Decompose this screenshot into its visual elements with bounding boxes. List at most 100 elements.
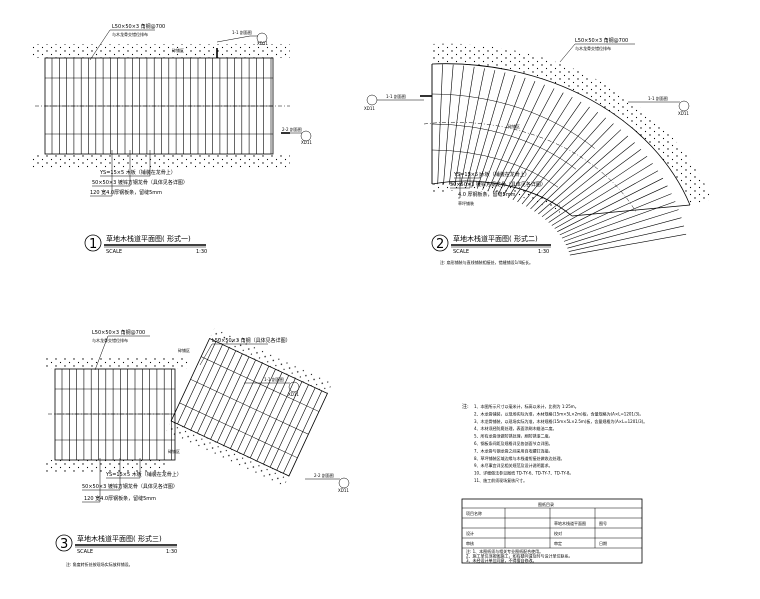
wood-plank: [210, 356, 250, 440]
wood-plank: [177, 341, 217, 425]
walkway-straight: [54, 368, 176, 461]
wood-plank: [216, 359, 256, 443]
scale-label: SCALE: [77, 549, 93, 555]
leader-top-right: [559, 43, 635, 63]
wood-plank: [554, 170, 659, 229]
note-line: 1、本图所示尺寸以毫米计，标高以米计，比例为 1:25m。: [474, 403, 579, 409]
drawing-title: 草地木栈道平面图( 形式一): [106, 234, 191, 243]
plank-group: [55, 369, 175, 460]
callout-steel-strip: 120 宽4.0厚钢板条，留缝5mm: [90, 189, 162, 196]
note-line: 10、详细做法参见图纸 TD-TY-6、TD-TY-7、TD-TY-8。: [474, 470, 573, 476]
wood-plank: [568, 225, 685, 252]
callout-angle-steel: L50×50×3 角钢@700: [112, 23, 165, 30]
drawing-note: 注: 角度转折处按现场实际放样铺设。: [66, 561, 133, 567]
section-bubble-2: [338, 477, 350, 489]
title-block-header: 图纸目录: [538, 501, 554, 507]
title-block-cell: 审核: [466, 540, 474, 546]
plan-drawing-3: L50×50×3 角钢@700 与木龙骨交错位排布 碎铺区 L50×50×3 角…: [45, 327, 350, 567]
note-line: 7、木龙骨与钢龙骨之间采用自攻螺钉连接。: [474, 447, 553, 453]
steel-joist: [431, 123, 577, 170]
plank-group: [177, 341, 323, 474]
leader-top-left: [94, 335, 150, 371]
leader-bot-2: [92, 150, 131, 187]
callout-section-1: 1-1 剖面图: [264, 376, 284, 382]
drawing-number: 1: [89, 237, 97, 252]
wood-plank: [561, 193, 672, 239]
title-block-cell: 审定: [554, 540, 562, 546]
sheet-ref-1: XD11: [257, 41, 268, 46]
callout-angle-steel-sub: 与木龙骨交错位排布: [92, 337, 128, 343]
drawing-number: 3: [60, 537, 68, 552]
note-line: 11、施工前须现场复核尺寸。: [474, 477, 527, 483]
steel-joist: [201, 356, 320, 412]
callout-section-left: 1-1 剖面图: [386, 93, 406, 99]
sheet-ref-2: XD11: [338, 488, 349, 493]
wood-plank: [569, 233, 687, 256]
section-bubble-1: [288, 381, 300, 393]
callout-wood-board: YS=15×5 木板（铺装在龙骨上）: [99, 169, 176, 176]
walkway-angled-outline: [170, 337, 328, 477]
title-block-cell: 日期: [599, 540, 607, 546]
wood-plank: [534, 129, 622, 212]
wood-plank: [538, 135, 629, 215]
title-block-cells: 项目名称草地木栈道平面图图号设计校对审核审定日期: [466, 510, 607, 546]
scale-value: 1:30: [196, 249, 207, 255]
scale-label: SCALE: [106, 249, 122, 255]
callout-angle-steel: L50×50×3 角钢@700: [575, 37, 628, 44]
steel-joist: [431, 93, 595, 149]
callout-wood-board: YS=15×5 木板（铺装在龙骨上）: [105, 471, 182, 478]
wood-plank: [190, 347, 230, 431]
grass-border-bottom: [45, 460, 165, 472]
notes-list: 1、本图所示尺寸以毫米计，标高以米计，比例为 1:25m。2、木龙骨铺装，以现场…: [474, 403, 647, 483]
callout-section-2: 2-2 剖面图: [314, 472, 334, 478]
wood-plank: [263, 381, 303, 465]
callout-steel-joist: 50×50×3 镀锌方钢龙骨（具体见各详图）: [82, 483, 178, 490]
drawing-number: 2: [436, 237, 444, 252]
callout-steel-joist: 50×50×3 镀锌方钢龙骨（具体见各详图）: [92, 179, 188, 186]
notes-heading: 注:: [462, 403, 469, 410]
leader-bot-2: [450, 172, 471, 189]
wood-plank: [559, 185, 668, 236]
drawing-number-circle: [431, 234, 449, 252]
title-block-cell: 设计: [466, 530, 474, 536]
grass-border-bottom: [32, 154, 290, 168]
wood-plank: [283, 390, 323, 474]
note-line: 9、未尽事宜详见相关规范及设计说明要求。: [474, 462, 553, 468]
sheet-ref-left: XD11: [364, 106, 375, 111]
wood-plank: [269, 384, 309, 468]
leader-bot-3: [458, 172, 461, 199]
drawing-note: 注: 扇形铺装与直线铺装相接处，错缝铺设1/4板长。: [440, 259, 533, 265]
callout-gravel-zone: 碎铺区: [172, 47, 184, 53]
section-bubble-right: [678, 100, 690, 112]
callout-section-right: 1-1 剖面图: [648, 95, 668, 101]
title-block: 图纸目录 项目名称草地木栈道平面图图号设计校对审核审定日期 注: 1、本图纸须与…: [461, 498, 643, 564]
wood-plank: [197, 350, 237, 434]
leader-bot-1: [106, 458, 141, 479]
drawing-title: 草地木栈道平面图( 形式二): [453, 234, 538, 243]
wood-plank: [557, 177, 664, 232]
wood-plank: [223, 362, 263, 446]
leader-bot-3: [90, 150, 113, 197]
callout-gravel-zone-2: 碎铺区: [168, 448, 180, 454]
leader-top-right: [199, 343, 268, 366]
title-block-cell: 项目名称: [466, 510, 482, 516]
wood-plank: [541, 142, 635, 218]
drawing-number-circle: [55, 534, 73, 552]
sheet-ref-2: XD11: [301, 140, 312, 145]
title-block-footnote: 2、施工单位须按图施工，如有疑问请及时与设计单位联系。: [466, 553, 573, 559]
leader-section-1: [216, 35, 258, 43]
sheet-ref-1: XD11: [288, 392, 299, 397]
title-block-footnote: 注: 1、本图纸须与相关专业图纸配合使用。: [466, 548, 543, 554]
callout-section-2: 2-2 剖面图: [282, 126, 302, 132]
general-notes: 注: 1、本图所示尺寸以毫米计，标高以米计，比例为 1:25m。2、木龙骨铺装，…: [462, 403, 647, 483]
callout-gravel-zone: 碎铺区: [178, 347, 190, 353]
plank-group: [45, 58, 273, 154]
title-block-footnotes: 注: 1、本图纸须与相关专业图纸配合使用。2、施工单位须按图施工，如有疑问请及时…: [466, 548, 573, 563]
wood-plank: [230, 366, 270, 449]
wood-plank: [548, 155, 648, 223]
callout-section-1: 1-1 剖面图: [232, 29, 252, 35]
walkway-inner-edge: [431, 180, 573, 217]
plank-group: [431, 64, 687, 256]
callout-angle-steel-sub: 与木龙骨交错位排布: [112, 31, 148, 37]
